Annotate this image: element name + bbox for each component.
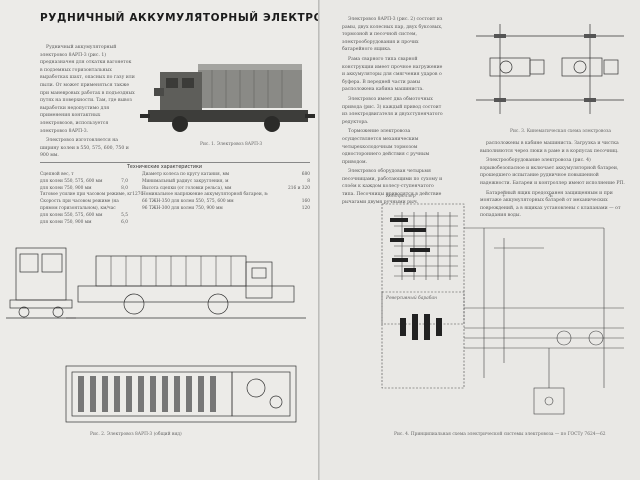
spec-label: Диаметр колеса по кругу катания, мм (142, 172, 230, 177)
spec-row: Скорость при часовом режиме (на прямом г… (40, 199, 128, 213)
spec-label: Тяговое усилие при часовом режиме, кг (40, 192, 133, 198)
paragraph: расположены в кабине машиниста. Загрузка… (480, 141, 619, 154)
spec-row: 96 ТЖН-300 для колеи 750, 900 мм 120 (142, 206, 310, 213)
kinematic-scheme-drawing (476, 24, 624, 114)
spec-label: Минимальный радиус закругления, м (142, 178, 229, 184)
spec-label: 66 ТЖН-350 для колеи 550, 575, 600 мм (142, 199, 234, 205)
spec-value: 120 (301, 205, 310, 211)
spec-row: Сцепной вес, т (40, 172, 128, 179)
spec-value: 1270 (132, 192, 144, 198)
spec-row: Номинальное напряжение аккумуляторной ба… (142, 192, 310, 199)
spec-row: Диаметр колеса по кругу катания, мм 680 (142, 172, 310, 179)
spec-label: для колеи 550, 575, 600 мм (40, 212, 103, 218)
paragraph: Электровоз оборудован четырьмя песочница… (342, 169, 443, 205)
electrical-schematic-drawing (381, 203, 624, 415)
intro-text: Рудничный аккумуляторный электровоз 8АРП… (40, 44, 135, 162)
general-view-drawing (6, 247, 306, 423)
spec-label: 96 ТЖН-300 для колеи 750, 900 мм (142, 205, 223, 211)
spec-value: 8,0 (121, 185, 128, 191)
specs-left-column: Сцепной вес, т для колеи 550, 575, 600 м… (40, 172, 143, 227)
divider (40, 162, 310, 163)
spec-label: Высота сцепки (от головки рельса), мм (142, 185, 232, 191)
paragraph: Электрооборудование электровоза (рис. 4)… (480, 158, 625, 186)
intro-paragraph-1: Рудничный аккумуляторный электровоз 8АРП… (40, 45, 135, 134)
spec-row: Высота сцепки (от головки рельса), мм 216… (142, 186, 310, 193)
spec-row: Минимальный радиус закругления, м 8 (142, 179, 310, 186)
left-page: РУДНИЧНЫЙ АККУМУЛЯТОРНЫЙ ЭЛЕКТРОВОЗ 8АРП… (0, 0, 319, 480)
right-text-column-1: Электровоз 8АРП-3 (рис. 2) состоит из ра… (342, 16, 444, 208)
specs-right-column: Диаметр колеса по кругу катания, мм 680 М… (142, 172, 310, 213)
spec-value: 8 (307, 178, 310, 184)
paragraph: Рама сварного типа сварной конструкции и… (342, 56, 443, 93)
spec-label: для колеи 750, 900 мм (40, 219, 92, 225)
spec-value: 7,0 (121, 178, 128, 184)
spec-value: 5,5 (121, 212, 128, 218)
specs-heading: Технические характеристики (127, 165, 203, 170)
locomotive-photo (140, 48, 315, 136)
paragraph: Электровоз 8АРП-3 (рис. 2) состоит из ра… (342, 17, 443, 53)
spec-row: для колеи 750, 900 мм 6,0 (40, 220, 128, 227)
spec-label: для колеи 550, 575, 600 мм (40, 178, 103, 184)
fig4-label-controller: Контроллер (386, 194, 416, 199)
spec-row: для колеи 550, 575, 600 мм 7,0 (40, 179, 128, 186)
fig1-caption: Рис. 1. Электровоз 8АРП-3 (200, 142, 263, 147)
right-text-column-2: расположены в кабине машиниста. Загрузка… (480, 140, 630, 222)
paragraph: Торможение электровоза осуществляется ме… (342, 129, 430, 165)
page-title: РУДНИЧНЫЙ АККУМУЛЯТОРНЫЙ ЭЛЕКТРОВОЗ 8АРП… (40, 12, 318, 24)
paragraph: Батарейный ящик предохранен защищенным и… (480, 190, 621, 219)
spec-value: 680 (301, 172, 310, 177)
fig4-label-plus: + (502, 194, 506, 199)
spec-row: 66 ТЖН-350 для колеи 550, 575, 600 мм 160 (142, 199, 310, 206)
spec-label: Номинальное напряжение аккумуляторной ба… (142, 192, 269, 198)
fig3-caption: Рис. 3. Кинематическая схема электровоза (510, 129, 612, 134)
fig4-label-reverse: Реверсивный барабан (386, 296, 437, 301)
fig4-label-minus: -Б (548, 194, 553, 199)
right-page: Электровоз 8АРП-3 (рис. 2) состоит из ра… (320, 0, 640, 480)
spec-value: 160 (301, 199, 310, 205)
spec-label: Скорость при часовом режиме (на прямом г… (40, 199, 119, 211)
fig4-caption: Рис. 4. Принципиальная схема электрическ… (394, 432, 606, 437)
spec-label: для колеи 750, 900 мм (40, 185, 92, 191)
fig2-caption: Рис. 2. Электровоз 8АРП-3 (общий вид) (90, 432, 182, 437)
spec-label: Сцепной вес, т (40, 172, 74, 177)
spec-row: для колеи 750, 900 мм 8,0 (40, 186, 128, 193)
spec-value: 216 и 320 (288, 185, 310, 191)
intro-paragraph-2: Электровоз изготовляется на ширину колеи… (40, 138, 129, 159)
paragraph: Электровоз имеет два обмоточных привода … (342, 96, 443, 125)
spec-value: 6,0 (121, 219, 128, 225)
spec-row: для колеи 550, 575, 600 мм 5,5 (40, 213, 128, 220)
